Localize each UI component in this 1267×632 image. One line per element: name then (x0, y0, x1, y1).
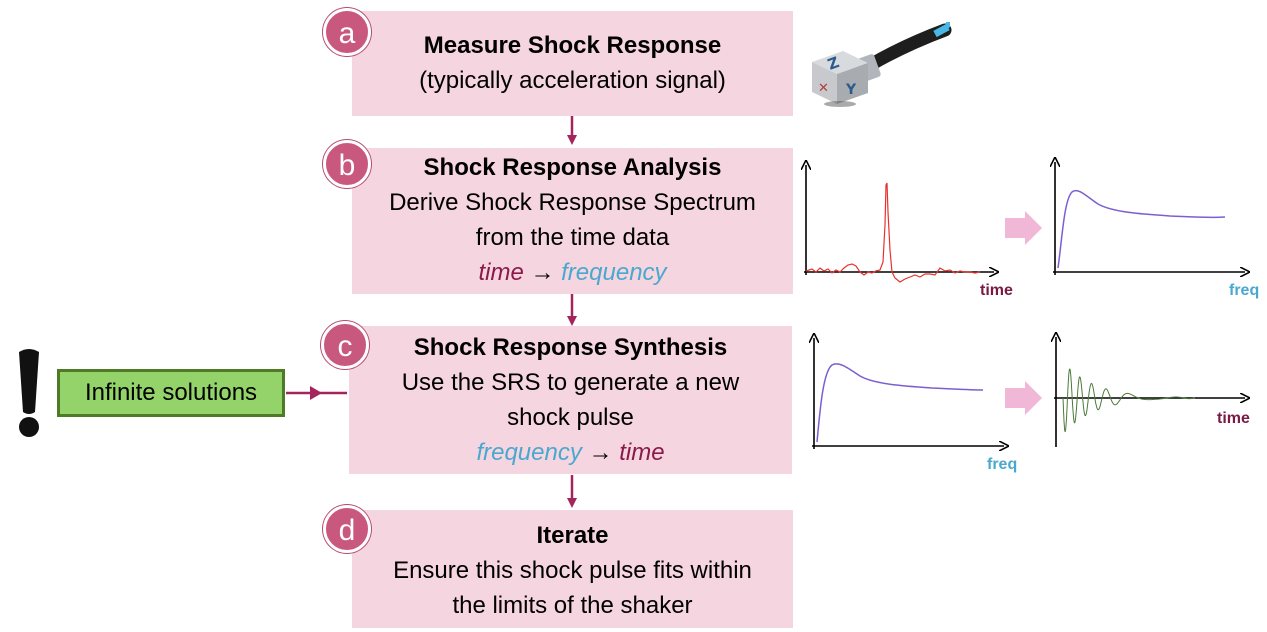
plot-b-freq-label: freq (1229, 282, 1260, 299)
step-d-title: Iterate (536, 522, 609, 549)
step-a-badge: a (323, 8, 371, 56)
svg-text:✕: ✕ (818, 81, 829, 96)
step-b-box: Shock Response Analysis Derive Shock Res… (352, 148, 793, 294)
step-a-line1: (typically acceleration signal) (419, 67, 726, 94)
step-b-line2: from the time data (475, 224, 670, 251)
step-d-badge: d (323, 505, 371, 553)
step-d-line1: Ensure this shock pulse fits within (393, 557, 752, 584)
step-c-badge: c (321, 321, 369, 369)
step-b-line1: Derive Shock Response Spectrum (389, 189, 756, 216)
step-b-title: Shock Response Analysis (423, 154, 722, 181)
srs-curve-c (816, 363, 984, 443)
exclamation-icon (19, 349, 39, 437)
step-a-box: Measure Shock Response (typically accele… (352, 11, 793, 116)
step-b-badge: b (323, 140, 371, 188)
plot-c-synth-pulse (1054, 337, 1245, 447)
infinite-solutions-label: Infinite solutions (57, 369, 285, 417)
transform-arrow-c (1005, 381, 1042, 415)
step-c-line2: shock pulse (507, 404, 634, 431)
step-b-from-word: time (478, 259, 524, 286)
step-c-title: Shock Response Synthesis (413, 334, 728, 361)
step-c-transform: frequency → time (349, 435, 792, 470)
step-b-arrow: → (530, 259, 555, 286)
step-b-transform: time → frequency (352, 255, 793, 290)
connector-warning-arrowhead (310, 386, 322, 400)
step-c-line1: Use the SRS to generate a new (401, 369, 740, 396)
plot-c-time-label: time (1217, 410, 1250, 427)
plot-b-time-label: time (980, 282, 1013, 299)
plot-b-srs-curve (1053, 162, 1245, 275)
accelerometer-sensor-icon: Z ✕ Y (812, 22, 952, 107)
plot-c-srs-curve (812, 338, 1004, 449)
svg-text:Y: Y (845, 82, 857, 98)
plot-c-freq-label: freq (987, 456, 1018, 473)
step-c-to-word: time (619, 439, 665, 466)
time-signal-trace (805, 182, 981, 283)
synth-pulse-trace (1062, 368, 1196, 433)
srs-curve-b (1057, 189, 1226, 269)
step-d-box: Iterate Ensure this shock pulse fits wit… (352, 510, 793, 628)
step-a-title: Measure Shock Response (423, 32, 722, 59)
step-b-to-word: frequency (561, 259, 667, 286)
step-c-arrow: → (588, 439, 613, 466)
transform-arrow-b (1005, 211, 1042, 245)
step-c-box: Shock Response Synthesis Use the SRS to … (349, 326, 792, 474)
plot-b-time-signal (804, 165, 994, 283)
step-c-from-word: frequency (476, 439, 582, 466)
step-d-line2: the limits of the shaker (452, 592, 693, 619)
